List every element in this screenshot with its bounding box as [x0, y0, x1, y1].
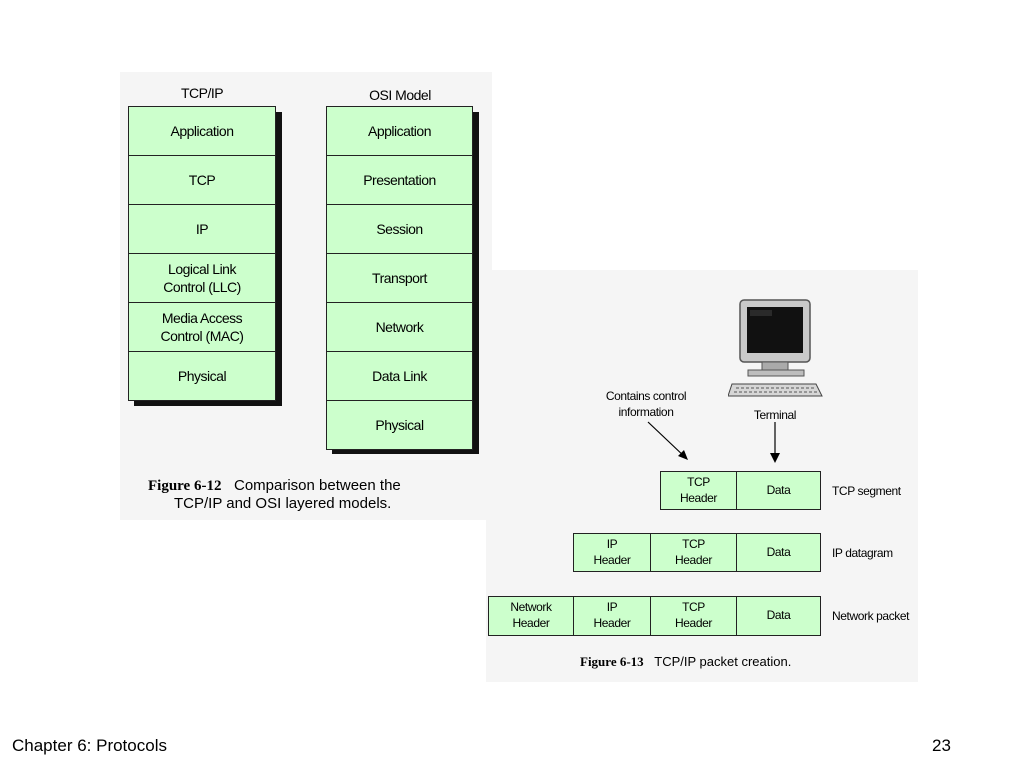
- osi-layer-network: Network: [326, 302, 473, 352]
- tcpip-layer-llc: Logical Link Control (LLC): [128, 253, 276, 303]
- tcpip-stack-title: TCP/IP: [180, 85, 224, 101]
- network-packet-tcp-header: TCP Header: [650, 596, 737, 636]
- network-packet-data: Data: [736, 596, 821, 636]
- osi-layer-data-link: Data Link: [326, 351, 473, 401]
- osi-layer-application: Application: [326, 106, 473, 156]
- computer-terminal-icon: [728, 299, 823, 397]
- osi-layer-presentation: Presentation: [326, 155, 473, 205]
- osi-layer-transport: Transport: [326, 253, 473, 303]
- figure-6-13-text: TCP/IP packet creation.: [654, 654, 792, 669]
- tcpip-layer-tcp: TCP: [128, 155, 276, 205]
- tcpip-layer-ip: IP: [128, 204, 276, 254]
- figure-6-12-label: Figure 6-12: [148, 478, 222, 494]
- figure-6-12-caption: Figure 6-12 Comparison between the: [148, 477, 478, 495]
- figure-6-13-caption: Figure 6-13 TCP/IP packet creation.: [580, 654, 910, 670]
- tcpip-layer-physical: Physical: [128, 351, 276, 401]
- footer-page-number: 23: [932, 736, 951, 755]
- tcp-segment-data: Data: [736, 471, 821, 510]
- figure-6-12-text-line1: Comparison between the: [233, 477, 401, 494]
- annotation-arrows: [647, 421, 780, 463]
- ip-datagram-ip-header: IP Header: [573, 533, 651, 572]
- ip-datagram-tcp-header: TCP Header: [650, 533, 737, 572]
- network-packet-ip-header: IP Header: [573, 596, 651, 636]
- network-packet-network-header: Network Header: [488, 596, 574, 636]
- osi-layer-physical: Physical: [326, 400, 473, 450]
- osi-layer-session: Session: [326, 204, 473, 254]
- arrow-control-to-tcp-header: [647, 421, 687, 459]
- tcpip-layer-application: Application: [128, 106, 276, 156]
- osi-stack-title: OSI Model: [369, 87, 431, 103]
- note-terminal: Terminal: [753, 408, 797, 422]
- figure-6-12-caption-line2: TCP/IP and OSI layered models.: [174, 495, 392, 512]
- ip-datagram-data: Data: [736, 533, 821, 572]
- arrow-control-head: [678, 450, 688, 460]
- tcp-segment-tcp-header: TCP Header: [660, 471, 737, 510]
- tcpip-layer-mac: Media Access Control (MAC): [128, 302, 276, 352]
- footer-chapter-title: Chapter 6: Protocols: [12, 736, 167, 755]
- arrow-terminal-head: [770, 453, 780, 463]
- tcp-segment-label: TCP segment: [832, 484, 901, 498]
- note-contains-control-information: Contains control information: [605, 389, 687, 419]
- ip-datagram-label: IP datagram: [832, 546, 893, 560]
- figure-6-13-label: Figure 6-13: [580, 654, 644, 669]
- network-packet-label: Network packet: [832, 609, 910, 623]
